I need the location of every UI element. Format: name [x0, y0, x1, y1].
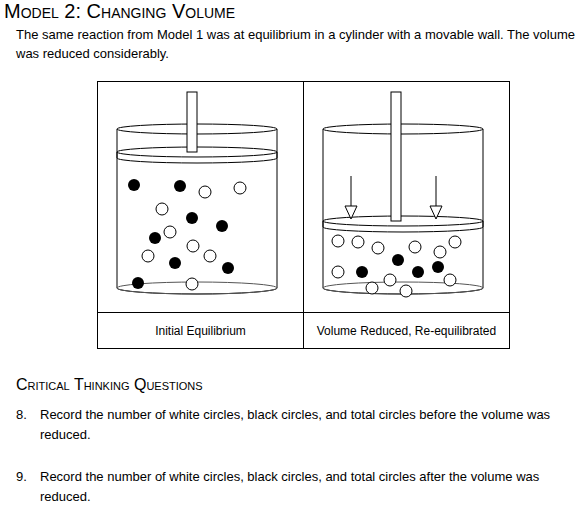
model-title: Model 2: Changing Volume: [4, 0, 564, 22]
caption-cell: Initial Equilibrium: [97, 312, 304, 349]
question-text: Record the number of white circles, blac…: [40, 467, 570, 507]
caption-cell: Volume Reduced, Re-equilibrated: [303, 312, 510, 349]
cell-caption: Volume Reduced, Re-equilibrated: [317, 324, 496, 338]
question-number: 9.: [16, 467, 36, 487]
section-heading: Critical Thinking Questions: [16, 375, 556, 395]
question-text: Record the number of white circles, blac…: [40, 405, 570, 445]
cell-caption: Initial Equilibrium: [155, 324, 246, 338]
intro-text: The same reaction from Model 1 was at eq…: [16, 25, 576, 63]
question-number: 8.: [16, 405, 36, 425]
